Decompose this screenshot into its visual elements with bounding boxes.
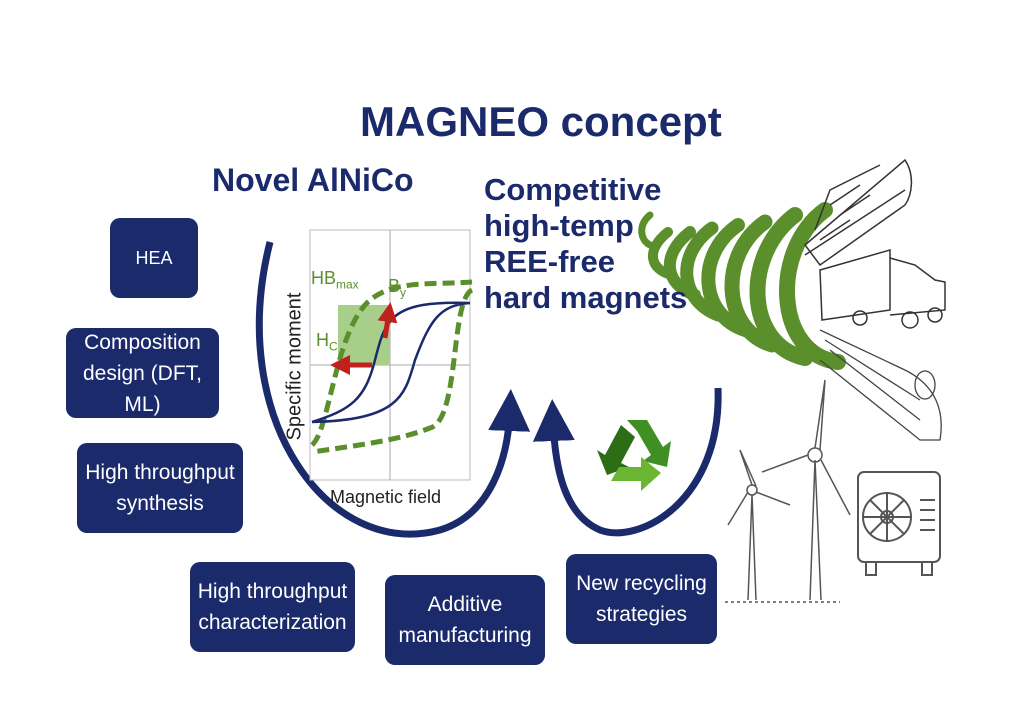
box-line: New recycling (576, 572, 707, 595)
box-line: strategies (595, 603, 688, 626)
heat-pump-icon (857, 471, 941, 576)
truck-icon (819, 249, 946, 329)
box-recycling: New recycling strategies (566, 554, 717, 644)
hc-sub: C (329, 339, 338, 354)
box-composition-design: Composition design (DFT, ML) (66, 328, 219, 418)
box-hea: HEA (110, 218, 198, 298)
box-characterization: High throughput characterization (190, 562, 355, 652)
box-line: HEA (135, 247, 173, 268)
y-axis-label: Specific moment (283, 292, 306, 441)
x-axis-label: Magnetic field (330, 487, 442, 507)
heading-line: REE-free (484, 244, 615, 279)
by-text: B (388, 276, 401, 296)
box-additive-manufacturing: Additive manufacturing (385, 575, 545, 665)
by-arrow (377, 302, 398, 339)
hc-text: H (316, 330, 329, 350)
wind-turbine-icon (725, 379, 851, 603)
right-heading: Competitive high-temp REE-free hard magn… (484, 172, 687, 316)
box-line: Additive (427, 593, 503, 616)
left-cycle-arrow (255, 241, 531, 538)
box-line: manufacturing (398, 624, 532, 647)
page-title: MAGNEO concept (360, 98, 722, 145)
heading-line: hard magnets (484, 280, 688, 315)
hbmax-label: HBmax (311, 268, 359, 292)
box-line: synthesis (116, 492, 204, 515)
right-cycle-arrow (532, 387, 722, 537)
box-line: characterization (198, 611, 347, 634)
box-line: High throughput (85, 461, 235, 484)
heading-line: high-temp (484, 208, 634, 243)
left-heading: Novel AlNiCo (212, 162, 414, 198)
ship-icon (803, 158, 913, 267)
box-synthesis: High throughput synthesis (77, 443, 243, 533)
by-sub: y (400, 285, 407, 300)
cornucopia-icon (638, 202, 846, 370)
dashed-loop (310, 279, 474, 455)
train-icon (819, 329, 942, 441)
hbmax-sub: max (336, 277, 359, 292)
heading-line: Competitive (484, 172, 662, 207)
box-line: design (DFT, ML) (82, 361, 203, 416)
box-line: Composition (84, 330, 201, 354)
hc-label: HC (316, 330, 338, 354)
box-line: High throughput (197, 580, 348, 603)
solid-loop (311, 301, 471, 424)
hysteresis-plot (309, 229, 474, 481)
recycle-icon (597, 420, 671, 491)
by-label: By (388, 276, 406, 300)
hbmax-text: HB (311, 268, 337, 288)
